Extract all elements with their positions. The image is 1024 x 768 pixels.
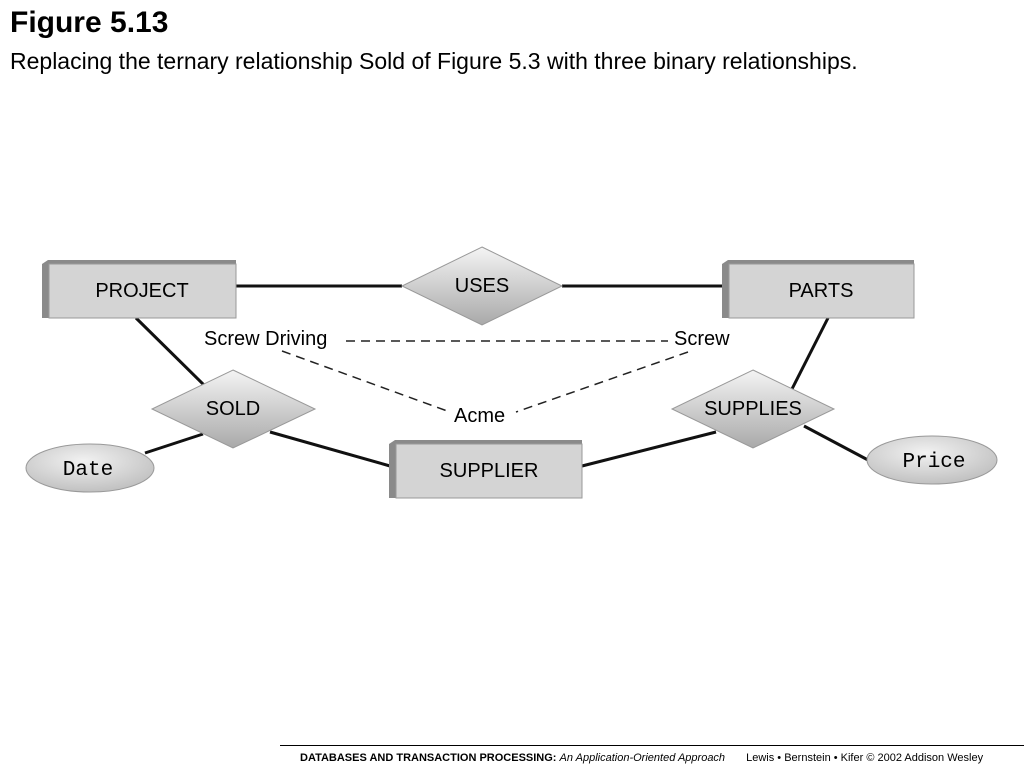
dashed-screw-acme (515, 351, 689, 413)
relationship-supplies-label: SUPPLIES (704, 398, 802, 420)
relationship-uses-label: USES (455, 275, 509, 297)
instance-dashed-lines (281, 340, 689, 413)
instance-screw: Screw (674, 328, 730, 350)
connector-lines (134, 284, 869, 468)
attribute-date-label: Date (63, 459, 113, 482)
entity-project-label: PROJECT (95, 280, 188, 302)
relationship-uses[interactable]: USES (400, 246, 564, 326)
line-supplier-supplies (581, 430, 717, 468)
relationship-sold-label: SOLD (206, 398, 260, 420)
attribute-price-label: Price (902, 451, 965, 474)
attribute-price[interactable]: Price (866, 435, 998, 485)
attribute-date[interactable]: Date (25, 443, 155, 493)
line-parts-supplies (790, 317, 830, 390)
footer-book-title: DATABASES AND TRANSACTION PROCESSING: (300, 752, 557, 764)
dashed-screwdriving-acme (281, 350, 451, 413)
figure-number: Figure 5.13 (10, 6, 169, 39)
entity-supplier-label: SUPPLIER (440, 460, 539, 482)
entity-project[interactable]: PROJECT (42, 260, 237, 319)
footer-authors: Lewis • Bernstein • Kifer © 2002 Addison… (746, 752, 984, 764)
relationship-sold[interactable]: SOLD (150, 369, 317, 449)
entity-parts-label: PARTS (789, 280, 854, 302)
figure-caption: Replacing the ternary relationship Sold … (10, 48, 858, 74)
entity-supplier[interactable]: SUPPLIER (389, 440, 583, 499)
line-supplies-price (803, 424, 869, 462)
footer-book-subtitle: An Application-Oriented Approach (559, 752, 726, 764)
line-project-sold (134, 316, 207, 388)
line-sold-date (144, 432, 204, 455)
relationship-supplies[interactable]: SUPPLIES (670, 369, 836, 449)
line-sold-supplier (269, 430, 391, 468)
entity-parts[interactable]: PARTS (722, 260, 915, 319)
instance-acme: Acme (454, 405, 505, 427)
instance-screw-driving: Screw Driving (204, 328, 327, 350)
footer: DATABASES AND TRANSACTION PROCESSING: An… (300, 752, 983, 764)
footer-rule (280, 745, 1024, 746)
